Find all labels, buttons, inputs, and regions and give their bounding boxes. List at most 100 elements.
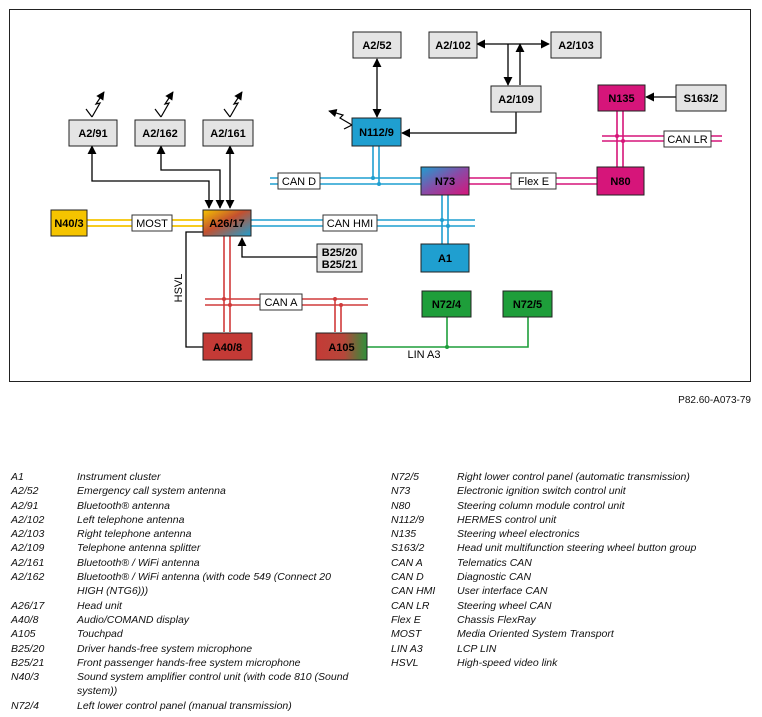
legend-row: N112/9 HERMES control unit <box>391 513 751 527</box>
legend-code: A2/91 <box>11 499 39 512</box>
b25-21-label: B25/21 <box>322 259 357 271</box>
diagram-frame <box>9 9 751 382</box>
component-s163-2: S163/2 <box>675 84 727 112</box>
svg-text:A2/103: A2/103 <box>558 40 593 52</box>
svg-text:N135: N135 <box>608 93 634 105</box>
legend-description: Audio/COMAND display <box>77 613 190 626</box>
svg-text:A2/161: A2/161 <box>210 128 245 140</box>
svg-text:N72/4: N72/4 <box>432 299 462 311</box>
can-hmi-label: CAN HMI <box>322 214 378 232</box>
component-n40-3: N40/3 <box>50 209 88 237</box>
b25-20-label: B25/20 <box>322 247 357 259</box>
legend-description: Sound system amplifier control unit (wit… <box>77 671 349 698</box>
component-a2-102: A2/102 <box>428 31 478 59</box>
component-a2-52: A2/52 <box>352 31 402 59</box>
legend-code: A40/8 <box>11 613 39 626</box>
legend-code: A2/162 <box>11 571 45 584</box>
legend-description: Head unit multifunction steering wheel b… <box>457 542 697 555</box>
svg-text:A26/17: A26/17 <box>209 218 244 230</box>
legend-description: Head unit <box>77 599 122 612</box>
legend-description: High-speed video link <box>457 656 558 669</box>
svg-text:CAN D: CAN D <box>282 176 316 188</box>
antenna-icon-a2-91 <box>85 91 105 118</box>
svg-text:N80: N80 <box>610 176 630 188</box>
component-a1: A1 <box>420 243 470 273</box>
svg-text:Flex E: Flex E <box>518 176 549 188</box>
legend-description: User interface CAN <box>457 585 548 598</box>
legend-description: Right telephone antenna <box>77 528 192 541</box>
component-a2-109: A2/109 <box>490 85 542 113</box>
legend-row: HSVL High-speed video link <box>391 656 751 670</box>
lin-a3-label: LIN A3 <box>407 349 440 361</box>
legend-description: Left telephone antenna <box>77 513 185 526</box>
svg-text:A105: A105 <box>328 342 354 354</box>
legend-description: Driver hands-free system microphone <box>77 642 253 655</box>
svg-text:S163/2: S163/2 <box>684 93 719 105</box>
component-n72-4: N72/4 <box>421 290 472 318</box>
figure-id: P82.60-A073-79 <box>678 395 751 406</box>
svg-text:A1: A1 <box>438 253 452 265</box>
legend-description: Steering wheel CAN <box>457 599 552 612</box>
legend-description: HERMES control unit <box>457 513 557 526</box>
legend-code: HSVL <box>391 656 419 669</box>
svg-text:N72/5: N72/5 <box>513 299 542 311</box>
legend-description: Instrument cluster <box>77 471 161 483</box>
svg-text:N40/3: N40/3 <box>54 218 83 230</box>
can-d-label: CAN D <box>277 172 321 190</box>
svg-text:A2/162: A2/162 <box>142 128 177 140</box>
legend-description: Telematics CAN <box>457 556 532 569</box>
antenna-icon-a2-162 <box>154 91 174 118</box>
hsvl-link <box>185 231 204 348</box>
legend-row: N72/4 Left lower control panel (manual tr… <box>11 699 371 713</box>
can-lr-label: CAN LR <box>663 130 712 148</box>
svg-text:N112/9: N112/9 <box>359 127 394 139</box>
legend-code: N73 <box>391 485 411 498</box>
component-a2-103: A2/103 <box>550 31 602 59</box>
component-a26-17: A26/17 <box>202 209 252 237</box>
antenna-arrows <box>87 39 676 258</box>
svg-text:A40/8: A40/8 <box>213 342 242 354</box>
antenna-icon-n112-9 <box>328 109 353 130</box>
hsvl-label: HSVL <box>173 274 185 303</box>
flex-e-label: Flex E <box>510 172 557 190</box>
component-b25: B25/20 B25/21 <box>316 243 363 273</box>
component-a2-161: A2/161 <box>202 119 254 147</box>
component-n73: N73 <box>420 166 470 196</box>
legend-code: CAN D <box>391 571 424 584</box>
legend-code: A2/52 <box>11 485 39 498</box>
svg-text:CAN LR: CAN LR <box>667 134 707 146</box>
svg-text:CAN A: CAN A <box>264 297 298 309</box>
legend-code: N40/3 <box>11 671 40 684</box>
legend-code: A2/102 <box>11 513 45 526</box>
legend-row: N72/5 Right lower control panel (automati… <box>391 470 751 484</box>
legend-row: A2/102 Left telephone antenna <box>11 513 371 527</box>
can-a-label: CAN A <box>259 293 303 311</box>
svg-text:A2/52: A2/52 <box>362 40 391 52</box>
svg-text:A2/91: A2/91 <box>78 128 107 140</box>
legend-description: LCP LIN <box>457 642 497 655</box>
legend-code: A2/161 <box>11 556 45 569</box>
legend-code: N72/4 <box>11 699 40 712</box>
component-a2-91: A2/91 <box>68 119 118 147</box>
legend-description: Left lower control panel (manual transmi… <box>77 699 292 712</box>
legend-code: N80 <box>391 499 411 512</box>
legend-code: A1 <box>11 471 24 483</box>
legend-code: N112/9 <box>391 513 425 526</box>
legend-description: Right lower control panel (automatic tra… <box>457 471 690 483</box>
legend-code: N72/5 <box>391 471 420 483</box>
